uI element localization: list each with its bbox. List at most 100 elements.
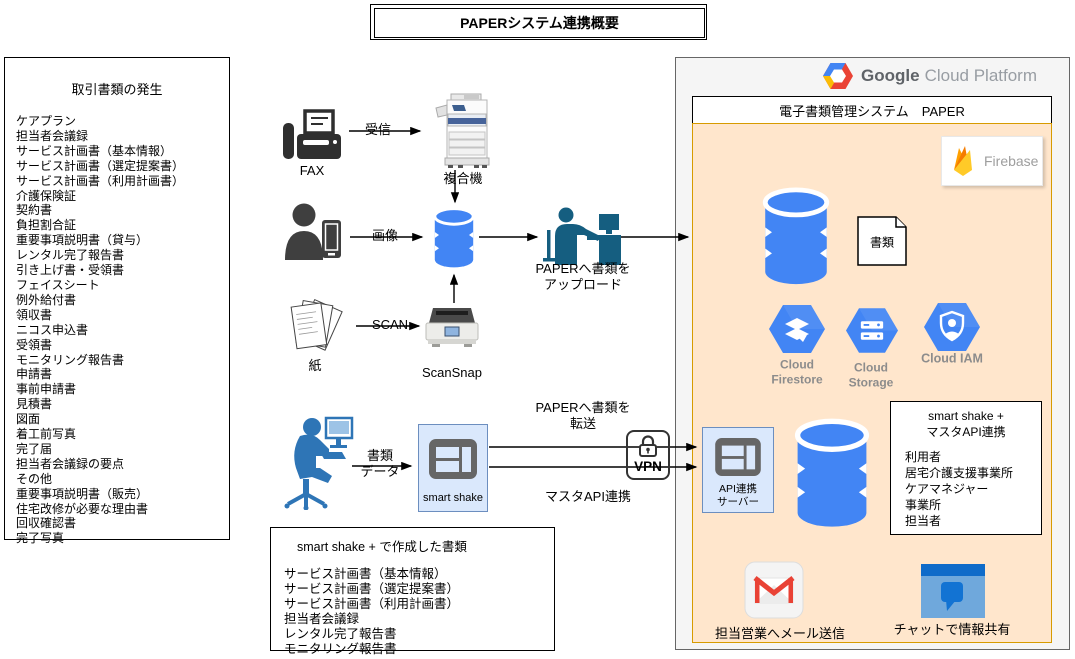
document-source-title: 取引書類の発生 xyxy=(71,82,163,97)
list-item: 受領書 xyxy=(16,337,53,352)
paper-system-area xyxy=(692,123,1052,643)
list-item: 担当者会議録の要点 xyxy=(16,456,125,471)
list-item: 重要事項説明書（販売） xyxy=(16,486,149,501)
created-docs-title: smart shake + で作成した書類 xyxy=(297,540,467,554)
master-api-box: smart shake + マスタAPI連携 利用者居宅介護支援事業所ケアマネジ… xyxy=(890,401,1042,535)
scan-label: SCAN xyxy=(371,317,409,333)
list-item: 事業所 xyxy=(905,498,942,513)
database-icon-paper xyxy=(762,187,830,285)
cloud-storage-label: Cloud Storage xyxy=(848,360,894,389)
list-item: 着工前写真 xyxy=(16,427,77,442)
chat-icon xyxy=(921,564,985,618)
list-item: 担当者会議録 xyxy=(284,612,360,626)
firebase-label: Firebase xyxy=(984,153,1039,169)
cloud-iam-icon xyxy=(924,303,980,351)
master-api-label: マスタAPI連携 xyxy=(545,489,631,505)
list-item: ニコス申込書 xyxy=(16,322,89,337)
list-item: 完了届 xyxy=(16,441,53,456)
list-item: 事前申請書 xyxy=(16,382,77,397)
smart-shake-label: smart shake xyxy=(423,492,483,504)
database-icon-intake xyxy=(433,207,475,268)
paper-system-title: 電子書類管理システム PAPER xyxy=(779,103,965,119)
document-source-list: ケアプラン担当者会議録サービス計画書（基本情報）サービス計画書（選定提案書）サー… xyxy=(16,114,229,546)
list-item: 例外給付書 xyxy=(16,292,77,307)
list-item: 申請書 xyxy=(16,367,53,382)
database-icon-master xyxy=(794,418,870,527)
cloud-storage-icon xyxy=(846,308,898,353)
gmail-label: 担当営業へメール送信 xyxy=(714,626,846,642)
list-item: サービス計画書（基本情報） xyxy=(284,567,447,581)
list-item: 住宅改修が必要な理由書 xyxy=(16,501,149,516)
gcp-logo-text-google: Google xyxy=(861,66,920,85)
list-item: レンタル完了報告書 xyxy=(16,248,125,263)
list-item: 領収書 xyxy=(16,307,53,322)
doc-data-label: 書類 データ xyxy=(360,448,400,479)
list-item: サービス計画書（基本情報） xyxy=(16,143,173,158)
list-item: ケアマネジャー xyxy=(905,482,989,497)
paper-system-header: 電子書類管理システム PAPER xyxy=(692,96,1052,124)
document-icon xyxy=(857,216,907,266)
fax-icon xyxy=(283,109,341,159)
api-server-box: API連携 サーバー xyxy=(702,427,774,513)
gmail-icon xyxy=(744,561,804,619)
vpn-box: VPN xyxy=(626,430,670,480)
paper-label: 紙 xyxy=(308,358,322,374)
list-item: モニタリング報告書 xyxy=(16,352,125,367)
list-item: サービス計画書（選定提案書） xyxy=(284,582,460,596)
list-item: 介護保険証 xyxy=(16,188,77,203)
smart-shake-box: smart shake xyxy=(418,424,488,512)
receive-label: 受信 xyxy=(364,122,392,138)
smart-shake-app-icon xyxy=(429,439,477,479)
cloud-iam-label: Cloud IAM xyxy=(921,351,983,366)
list-item: 利用者 xyxy=(905,450,942,465)
created-docs-box: smart shake + で作成した書類 サービス計画書（基本情報）サービス計… xyxy=(270,527,555,656)
upload-person-icon xyxy=(543,207,621,265)
list-item: 引き上げ書・受領書 xyxy=(16,263,125,278)
firebase-card: Firebase xyxy=(941,136,1043,186)
page-title: PAPERシステム連携概要 xyxy=(374,8,705,38)
master-api-list: 利用者居宅介護支援事業所ケアマネジャー事業所担当者 xyxy=(905,449,1041,529)
cloud-firestore-icon xyxy=(769,305,825,353)
list-item: フェイスシート xyxy=(16,277,100,292)
list-item: 担当者会議録 xyxy=(16,128,89,143)
firebase-icon xyxy=(954,146,972,176)
list-item: モニタリング報告書 xyxy=(284,642,397,656)
list-item: 重要事項説明書（貸与） xyxy=(16,233,149,248)
paper-stack-icon xyxy=(290,298,343,351)
fax-label: FAX xyxy=(299,163,325,179)
transfer-label: PAPERへ書類を 転送 xyxy=(535,400,631,431)
pc-person-icon xyxy=(284,416,354,510)
title-box: PAPERシステム連携概要 xyxy=(370,4,707,40)
chat-label: チャットで情報共有 xyxy=(893,622,1011,638)
list-item: サービス計画書（利用計画書） xyxy=(284,597,460,611)
cloud-firestore-label: Cloud Firestore xyxy=(771,357,823,386)
list-item: レンタル完了報告書 xyxy=(284,627,397,641)
gcp-logo: Google Cloud Platform xyxy=(823,61,1053,91)
copier-label: 複合機 xyxy=(443,171,483,187)
list-item: 図面 xyxy=(16,412,41,427)
list-item: 担当者 xyxy=(905,514,942,529)
list-item: ケアプラン xyxy=(16,114,77,128)
document-label: 書類 xyxy=(869,235,895,250)
api-server-app-icon xyxy=(715,438,761,476)
scansnap-label: ScanSnap xyxy=(422,365,482,381)
document-source-panel: 取引書類の発生 ケアプラン担当者会議録サービス計画書（基本情報）サービス計画書（… xyxy=(4,57,230,545)
list-item: 完了写真 xyxy=(16,531,65,546)
gcp-hexagon-icon xyxy=(823,63,853,89)
list-item: サービス計画書（利用計画書） xyxy=(16,173,185,188)
list-item: 居宅介護支援事業所 xyxy=(905,466,1014,481)
gcp-logo-text-cloud-platform: Cloud Platform xyxy=(924,66,1037,85)
upload-label: PAPERへ書類を アップロード xyxy=(535,261,631,292)
list-item: 見積書 xyxy=(16,397,53,412)
person-phone-icon xyxy=(285,203,341,260)
list-item: サービス計画書（選定提案書） xyxy=(16,158,185,173)
vpn-label: VPN xyxy=(634,459,662,474)
scansnap-icon xyxy=(425,308,479,347)
list-item: 負担割合証 xyxy=(16,218,77,233)
list-item: 契約書 xyxy=(16,203,53,218)
image-label: 画像 xyxy=(371,228,399,244)
lock-icon xyxy=(639,435,657,457)
api-server-label: API連携 サーバー xyxy=(717,483,759,509)
copier-icon xyxy=(435,93,490,168)
